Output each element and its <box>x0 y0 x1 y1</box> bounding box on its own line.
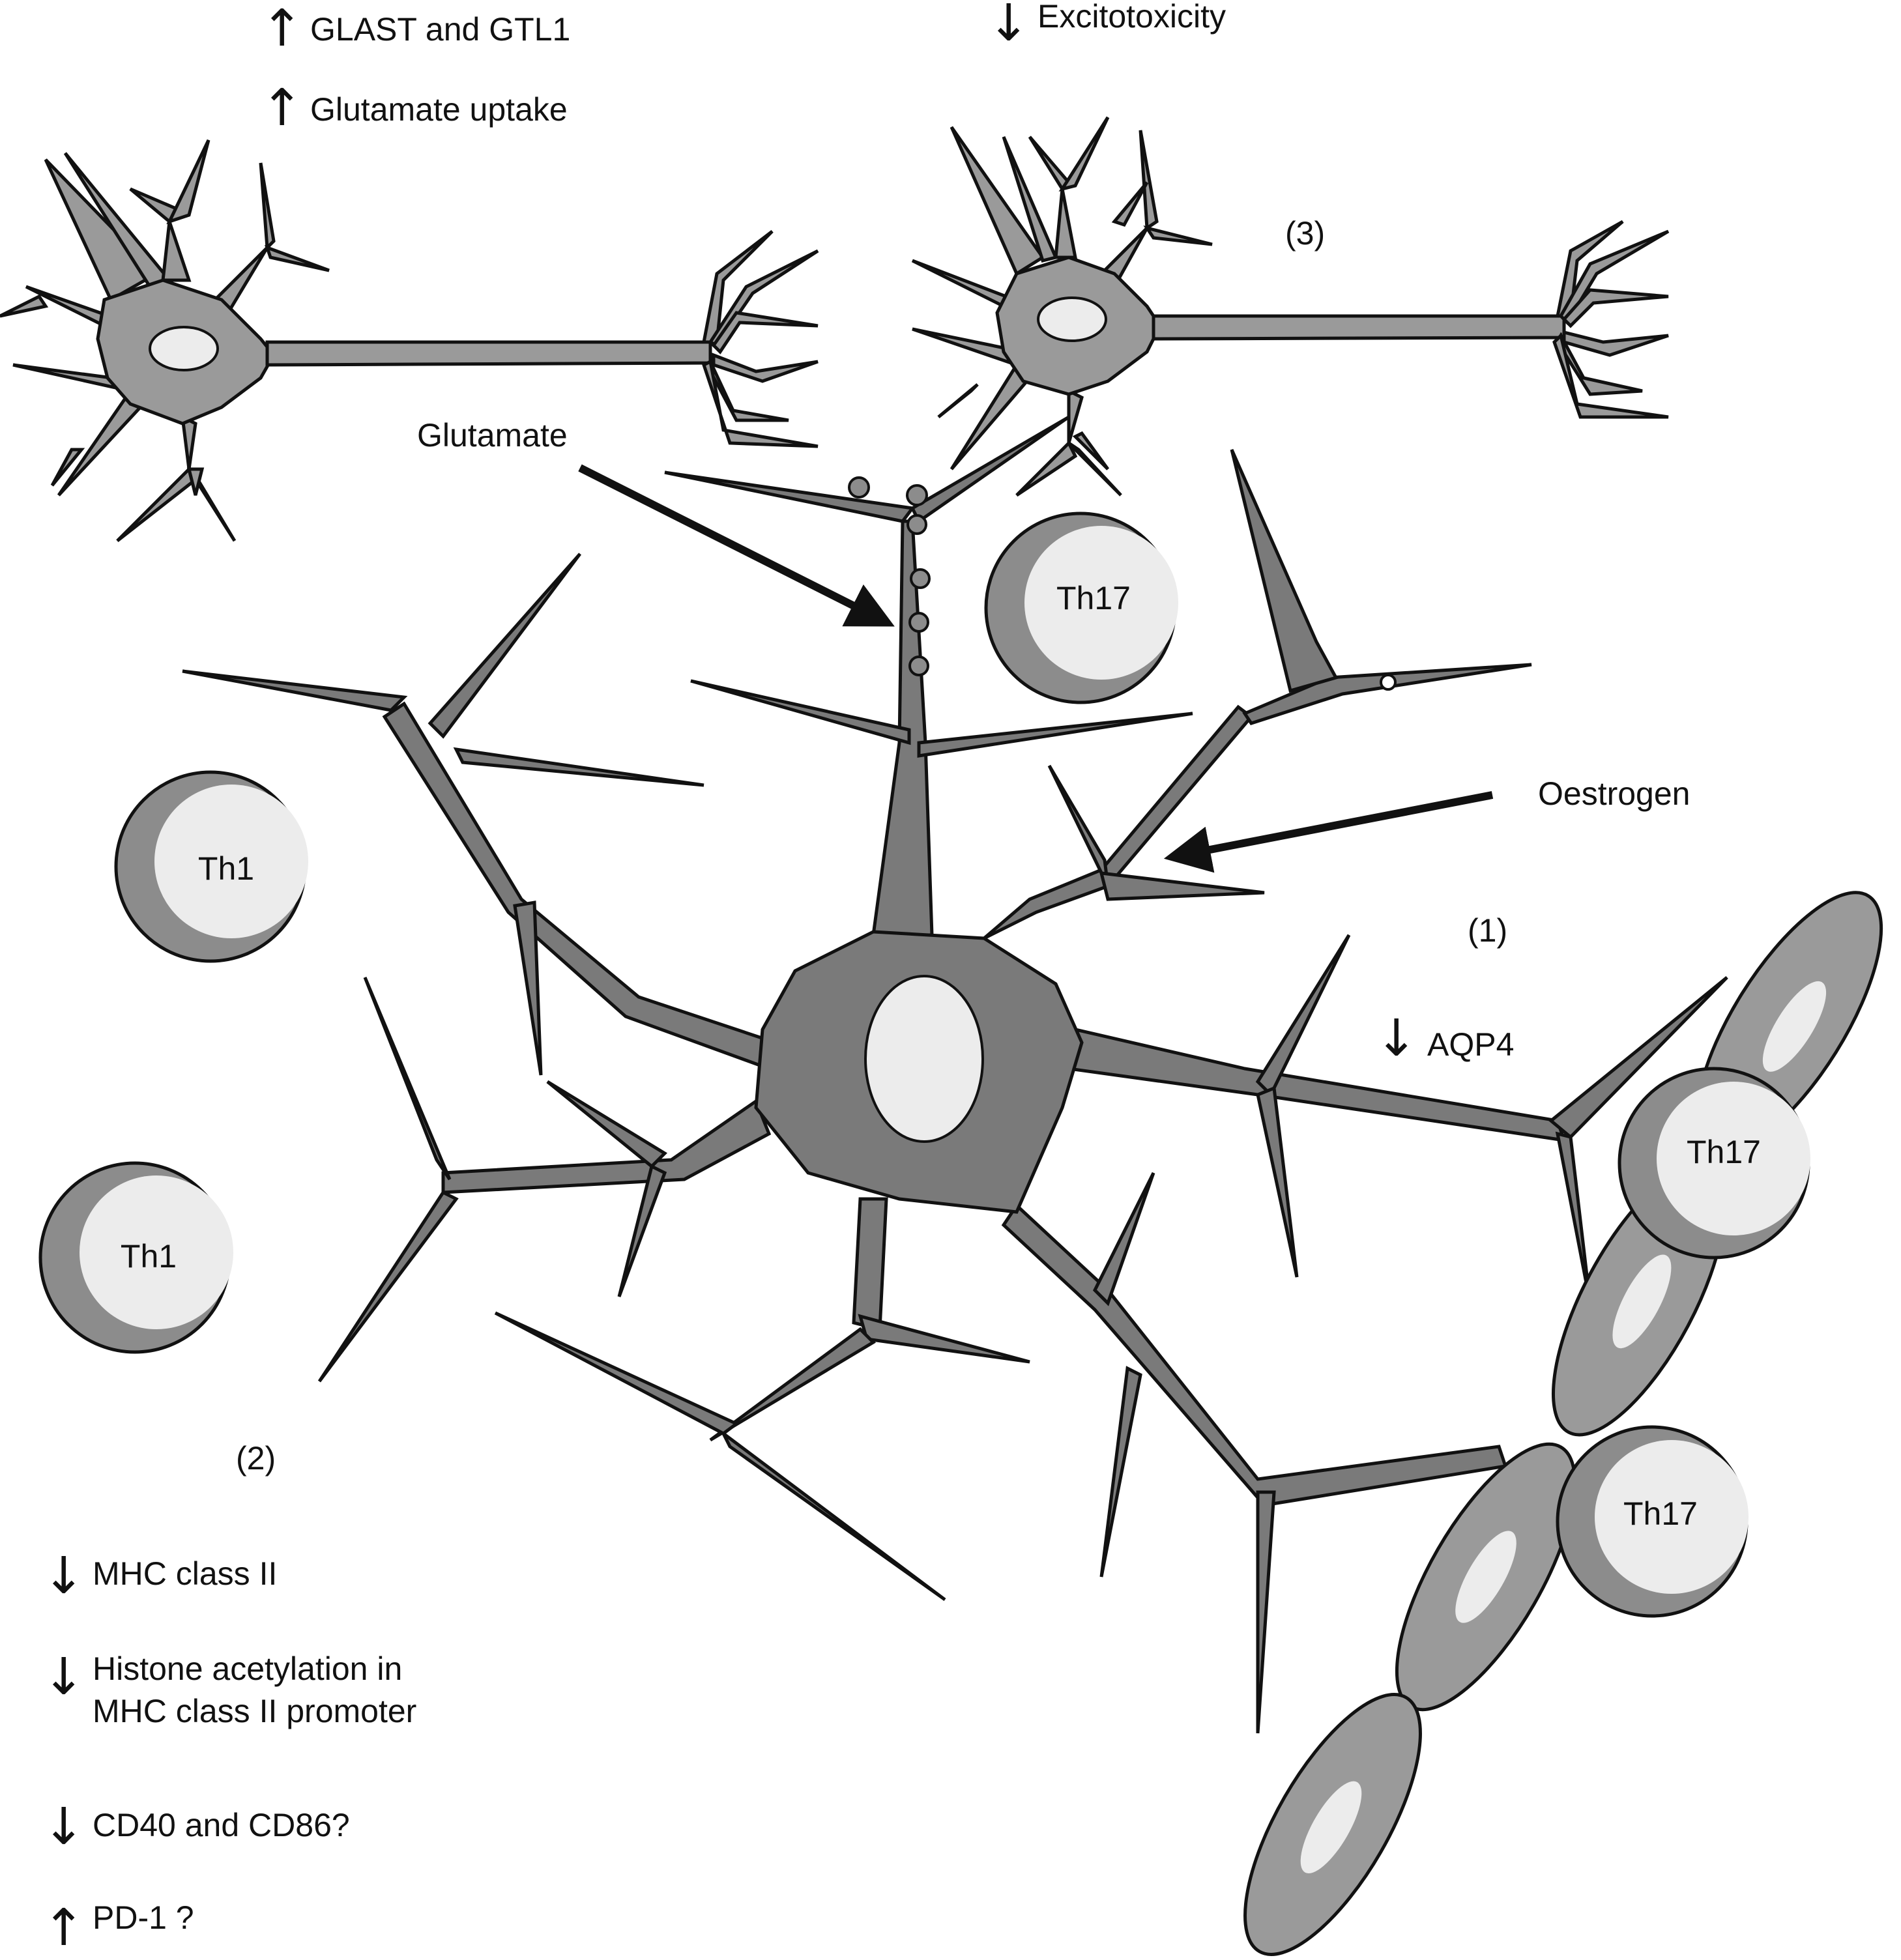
down-arrow-icon: ↓ <box>42 1798 85 1856</box>
glutamate-label: Glutamate <box>417 417 568 454</box>
down-arrow-icon: ↓ <box>1375 1009 1417 1068</box>
mhc-promoter-label: MHC class II promoter <box>93 1693 416 1729</box>
cd40-cd86-label: CD40 and CD86? <box>93 1807 350 1843</box>
blood-vessel <box>1243 891 1883 1956</box>
th17-cell-right-upper: Th17 <box>1618 1067 1810 1260</box>
up-arrow-icon: ↑ <box>261 0 303 58</box>
left-neuron <box>0 139 819 542</box>
mhc-class-ii-label: MHC class II <box>93 1555 277 1592</box>
left-neuron-nucleus <box>149 326 219 371</box>
oestrogen-label: Oestrogen <box>1538 775 1690 812</box>
down-arrow-icon: ↓ <box>42 1648 85 1707</box>
label-2: (2) <box>236 1440 276 1477</box>
down-arrow-icon: ↓ <box>42 1547 85 1606</box>
pd1-label: PD-1 ? <box>93 1899 194 1936</box>
histone-acetylation-label: Histone acetylation in <box>93 1650 402 1687</box>
th17-cell-right-lower: Th17 <box>1556 1425 1749 1618</box>
th17-label: Th17 <box>1056 580 1131 616</box>
glutamate-vesicles <box>848 476 931 676</box>
up-arrow-icon: ↑ <box>261 79 303 137</box>
aqp4-label: AQP4 <box>1427 1026 1514 1063</box>
th17-cell-top: Th17 <box>984 512 1178 704</box>
th1-label: Th1 <box>198 850 254 887</box>
label-3: (3) <box>1285 215 1325 252</box>
glast-gtl1-label: GLAST and GTL1 <box>310 11 570 48</box>
th17-label: Th17 <box>1687 1134 1761 1170</box>
th17-label: Th17 <box>1623 1495 1698 1532</box>
right-neuron <box>911 116 1670 497</box>
oestrogen-receptor-dot <box>1380 674 1397 691</box>
oestrogen-pointer-arrow <box>1163 791 1494 873</box>
astrocyte-nucleus <box>864 975 984 1143</box>
down-arrow-icon: ↓ <box>987 0 1030 53</box>
up-arrow-icon: ↑ <box>42 1899 85 1957</box>
excitotoxicity-label: Excitotoxicity <box>1038 0 1226 35</box>
th1-cell-upper: Th1 <box>114 770 308 963</box>
th1-label: Th1 <box>121 1238 177 1275</box>
label-1: (1) <box>1468 912 1507 949</box>
right-neuron-nucleus <box>1037 296 1107 342</box>
glutamate-pointer-arrow <box>578 464 895 627</box>
glutamate-uptake-label: Glutamate uptake <box>310 91 568 128</box>
th1-cell-lower: Th1 <box>38 1161 233 1354</box>
